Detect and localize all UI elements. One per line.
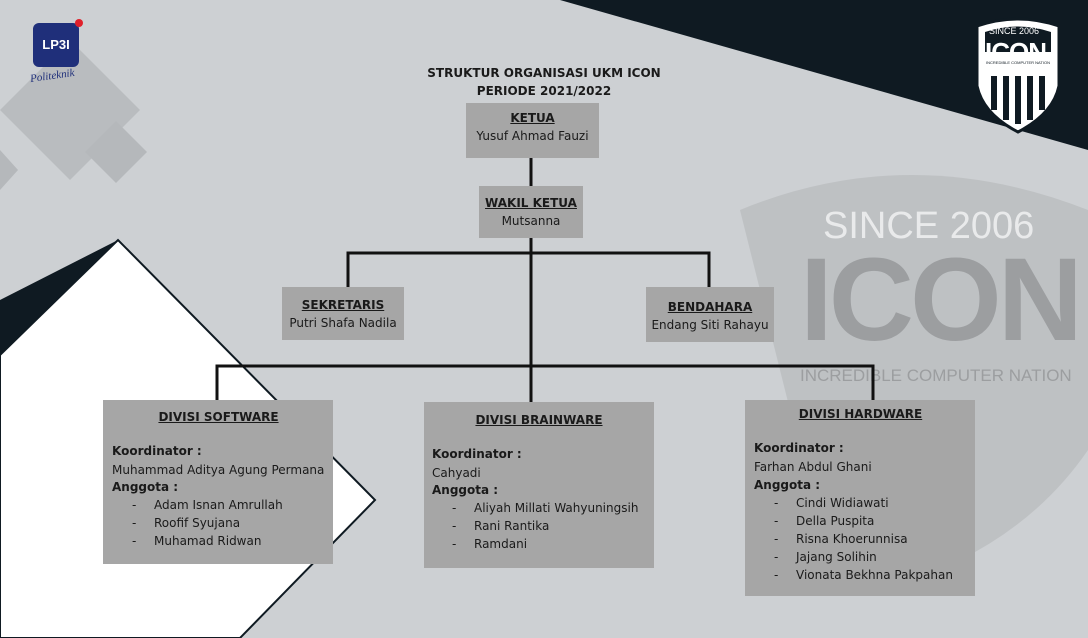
- lp3i-logo-mark: LP3I: [42, 37, 70, 52]
- sekretaris-name: Putri Shafa Nadila: [289, 316, 397, 330]
- icon-logo: SINCE 2006 ICON INCREDIBLE COMPUTER NATI…: [975, 16, 1061, 134]
- divisi-brainware-koordinator: Cahyadi: [432, 466, 481, 480]
- list-item: -Della Puspita: [774, 514, 875, 528]
- list-item: -Jajang Solihin: [774, 550, 877, 564]
- bendahara-box: BENDAHARA Endang Siti Rahayu: [646, 287, 774, 342]
- wakil-ketua-title: WAKIL KETUA: [485, 196, 577, 210]
- divisi-software-title: DIVISI SOFTWARE: [158, 410, 279, 424]
- divisi-brainware-box: DIVISI BRAINWARE Koordinator : Cahyadi A…: [424, 402, 654, 568]
- list-item: -Rani Rantika: [452, 519, 550, 533]
- watermark-since: SINCE 2006: [823, 205, 1035, 247]
- list-item: -Cindi Widiawati: [774, 496, 889, 510]
- divisi-software-box: DIVISI SOFTWARE Koordinator : Muhammad A…: [103, 400, 333, 564]
- lp3i-logo: LP3I: [33, 19, 83, 67]
- icon-logo-since: SINCE 2006: [989, 26, 1040, 36]
- divisi-hardware-title: DIVISI HARDWARE: [798, 407, 923, 421]
- list-item: -Ramdani: [452, 537, 528, 551]
- divisi-hardware-anggota-label: Anggota :: [754, 478, 821, 492]
- icon-logo-shield: [975, 17, 1061, 134]
- sekretaris-box: SEKRETARIS Putri Shafa Nadila: [282, 287, 404, 340]
- icon-logo-main: ICON: [985, 37, 1047, 67]
- divisi-brainware-koordinator-label: Koordinator :: [432, 447, 522, 461]
- divisi-hardware-box: DIVISI HARDWARE Koordinator : Farhan Abd…: [745, 400, 975, 596]
- divisi-brainware-anggota-label: Anggota :: [432, 483, 499, 497]
- wakil-ketua-box: WAKIL KETUA Mutsanna: [479, 186, 583, 238]
- watermark-main: ICON: [800, 234, 1083, 366]
- chart-title: STRUKTUR ORGANISASI UKM ICON: [427, 66, 661, 80]
- wakil-ketua-name: Mutsanna: [501, 214, 561, 228]
- list-item: -Muhamad Ridwan: [132, 534, 262, 548]
- chart-period: PERIODE 2021/2022: [476, 84, 612, 98]
- divisi-brainware-title: DIVISI BRAINWARE: [475, 413, 603, 427]
- ketua-name: Yusuf Ahmad Fauzi: [476, 129, 589, 143]
- sekretaris-title: SEKRETARIS: [301, 298, 385, 312]
- list-item: -Roofif Syujana: [132, 516, 241, 530]
- ketua-box: KETUA Yusuf Ahmad Fauzi: [466, 103, 599, 158]
- list-item: -Risna Khoerunnisa: [774, 532, 908, 546]
- divisi-software-koordinator: Muhammad Aditya Agung Permana: [112, 463, 325, 477]
- list-item: -Vionata Bekhna Pakpahan: [774, 568, 953, 582]
- icon-logo-sub: INCREDIBLE COMPUTER NATION: [986, 60, 1050, 65]
- divisi-hardware-koordinator-label: Koordinator :: [754, 441, 844, 455]
- divisi-software-anggota-label: Anggota :: [112, 480, 179, 494]
- watermark-sub: INCREDIBLE COMPUTER NATION: [800, 366, 1072, 385]
- lp3i-logo-dot: [75, 19, 83, 27]
- ketua-title: KETUA: [510, 111, 555, 125]
- divisi-software-koordinator-label: Koordinator :: [112, 444, 202, 458]
- bendahara-title: BENDAHARA: [667, 300, 753, 314]
- bendahara-name: Endang Siti Rahayu: [651, 318, 769, 332]
- list-item: -Aliyah Millati Wahyuningsih: [452, 501, 639, 515]
- divisi-hardware-koordinator: Farhan Abdul Ghani: [754, 460, 872, 474]
- list-item: -Adam Isnan Amrullah: [132, 498, 283, 512]
